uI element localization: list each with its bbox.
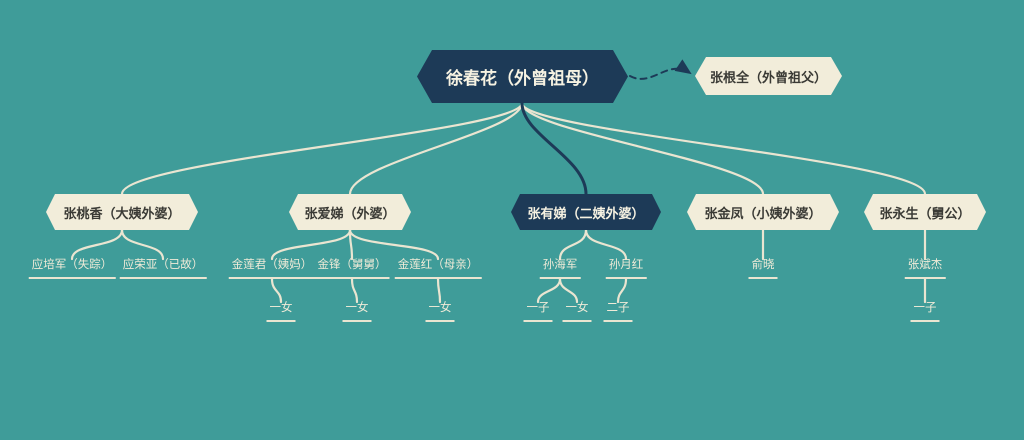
child-topic[interactable]: 孙月红 [605, 258, 647, 279]
branch-label: 张金凤（小姨外婆） [704, 205, 822, 221]
branch-node-3[interactable]: 张有娣（二姨外婆） [511, 194, 661, 230]
grandchild-topic[interactable]: 一女 [266, 301, 296, 322]
branch-node-2[interactable]: 张爱娣（外婆） [289, 194, 411, 230]
edge-branch3-child1 [558, 228, 588, 261]
child-topic[interactable]: 金莲红（母亲） [394, 258, 482, 279]
edge-branch2-child2 [348, 228, 354, 261]
edge-sunyuehong-child [616, 277, 628, 304]
child-topic[interactable]: 俞晓 [748, 258, 778, 279]
edge-root-branch4 [520, 101, 765, 196]
edge-jinlianhong-child [436, 277, 442, 304]
branch-label: 张有娣（二姨外婆） [527, 205, 645, 221]
grandchild-topic[interactable]: 一子 [523, 301, 553, 322]
edge-branch1-child1 [70, 228, 124, 261]
branch-label: 张爱娣（外婆） [304, 205, 396, 221]
edge-sunhaijun-child1 [536, 277, 562, 304]
child-topic[interactable]: 金锋（舅舅） [314, 258, 390, 279]
edge-root-branch5 [520, 101, 927, 196]
branch-label: 张永生（舅公） [879, 205, 971, 221]
grandchild-topic[interactable]: 一女 [425, 301, 455, 322]
spouse-topic-node[interactable]: 张根全（外曾祖父） [695, 57, 842, 95]
child-topic[interactable]: 金莲君（姨妈） [228, 258, 316, 279]
spouse-topic-label: 张根全（外曾祖父） [709, 69, 827, 85]
edge-jinlianjun-child [270, 277, 283, 304]
edge-branch3-child2 [584, 228, 628, 261]
branch-node-4[interactable]: 张金凤（小姨外婆） [687, 194, 839, 230]
branch-label: 张桃香（大姨外婆） [63, 205, 181, 221]
child-topic[interactable]: 孙海军 [539, 258, 581, 279]
branch-node-1[interactable]: 张桃香（大姨外婆） [46, 194, 198, 230]
edge-branch2-child1 [270, 228, 352, 261]
grandchild-topic[interactable]: 一女 [342, 301, 372, 322]
edge-root-branch1 [120, 101, 524, 196]
child-topic[interactable]: 张斌杰 [904, 258, 946, 279]
edge-branch2-child3 [348, 228, 440, 261]
grandchild-topic[interactable]: 一女 [562, 301, 592, 322]
edge-root-branch2 [348, 101, 524, 196]
child-topic[interactable]: 应培军（失踪） [28, 258, 116, 279]
grandchild-topic[interactable]: 二子 [603, 301, 633, 322]
root-topic-label: 徐春花（外曾祖母） [446, 69, 599, 88]
grandchild-topic[interactable]: 一子 [910, 301, 940, 322]
edge-root-branch3 [520, 101, 588, 196]
child-topic[interactable]: 应荣亚（已故） [119, 258, 207, 279]
branch-node-5[interactable]: 张永生（舅公） [864, 194, 986, 230]
edge-sunhaijun-child2 [558, 277, 579, 304]
edge-jinfeng-child [350, 277, 359, 304]
root-topic-node[interactable]: 徐春花（外曾祖母） [417, 50, 628, 103]
edge-branch1-child2 [120, 228, 165, 261]
edge-root-spouse-dashed [629, 59, 692, 80]
